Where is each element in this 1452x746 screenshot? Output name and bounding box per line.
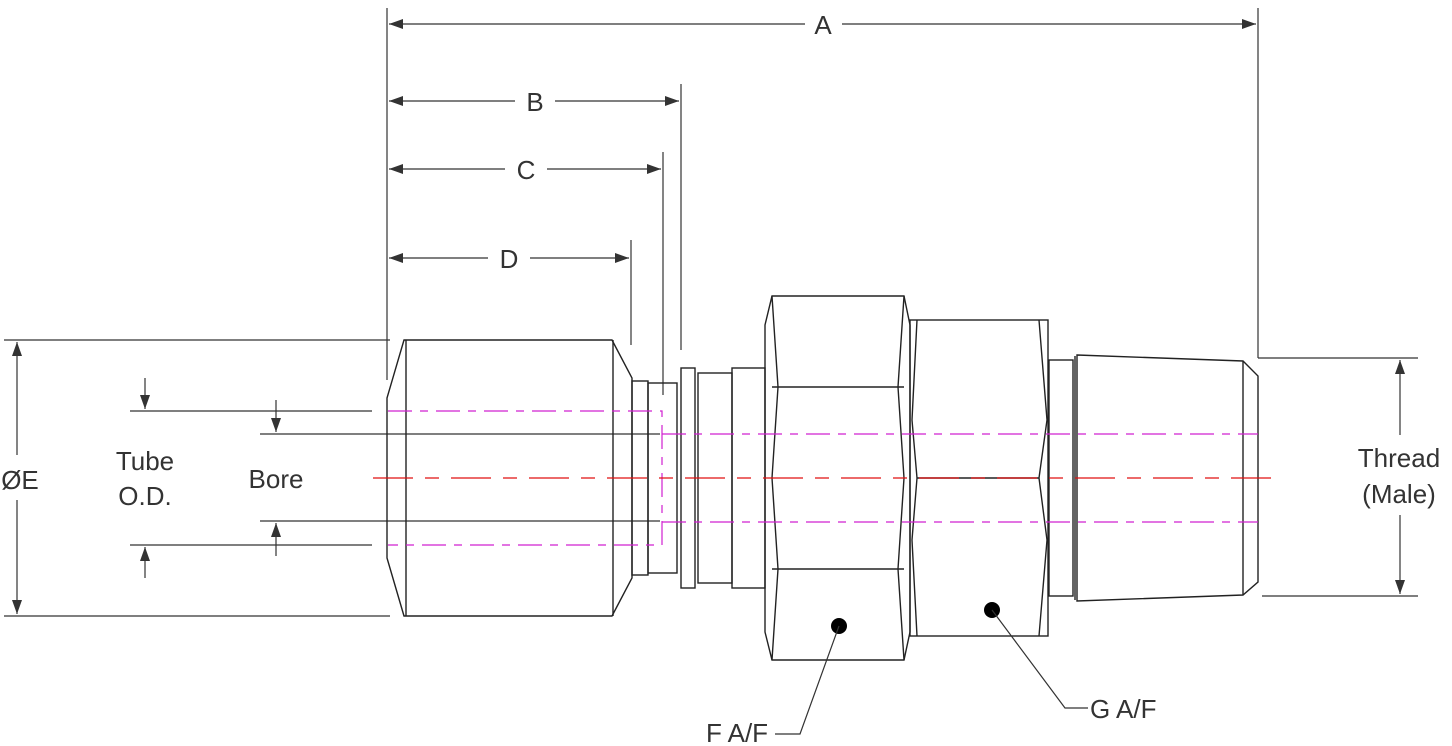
dimension-e: ØE <box>1 342 39 614</box>
dimension-c: C <box>389 155 661 185</box>
male-thread <box>1048 354 1259 602</box>
dimension-b: B <box>389 87 679 117</box>
dimension-d: D <box>389 244 629 274</box>
bore-label: Bore <box>249 464 304 494</box>
dimension-bore: Bore <box>249 400 304 556</box>
dim-a-label: A <box>814 10 832 40</box>
dimension-a: A <box>389 10 1256 40</box>
thread-label-2: (Male) <box>1362 479 1436 509</box>
thread-label-1: Thread <box>1358 443 1440 473</box>
tube-od-label-1: Tube <box>116 446 174 476</box>
dim-d-label: D <box>500 244 519 274</box>
dim-b-label: B <box>526 87 543 117</box>
dimension-thread: Thread (Male) <box>1358 360 1440 594</box>
tube-od-label-2: O.D. <box>118 481 171 511</box>
dim-e-label: ØE <box>1 465 39 495</box>
f-af-label: F A/F <box>706 718 768 746</box>
dim-c-label: C <box>517 155 536 185</box>
dimension-tube-od: Tube O.D. <box>116 378 174 578</box>
g-af-label: G A/F <box>1090 694 1156 724</box>
leader-g: G A/F <box>991 609 1156 724</box>
extension-lines <box>4 8 1418 617</box>
leader-f: F A/F <box>706 625 840 746</box>
